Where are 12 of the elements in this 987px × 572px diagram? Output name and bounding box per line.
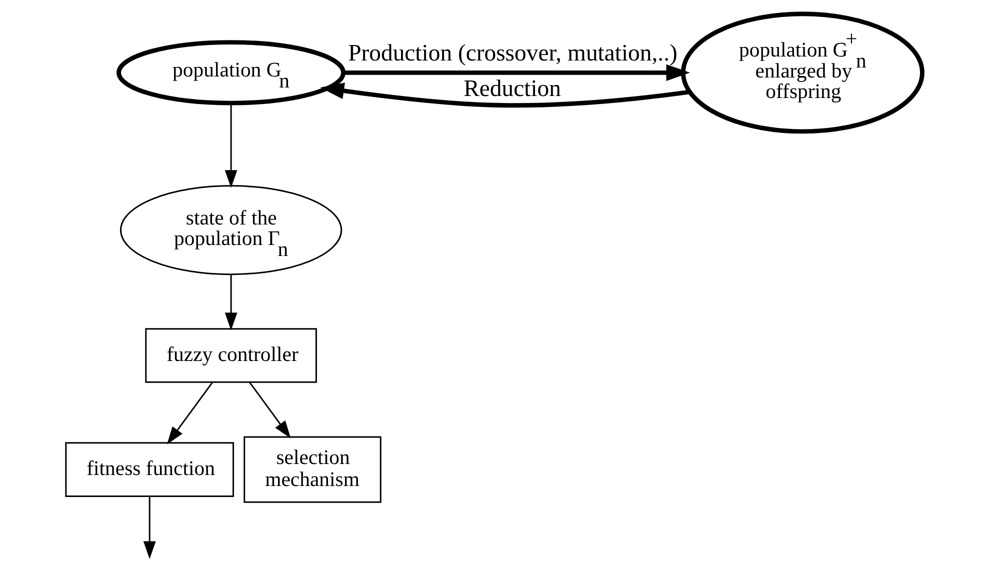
arrow: [248, 382, 290, 438]
node-box: fitness function: [64, 442, 234, 497]
node-box: fuzzy controller: [144, 328, 316, 383]
arrow: [342, 64, 690, 81]
node-box: selection mechanism: [243, 436, 381, 503]
arrow: [320, 82, 690, 108]
arrow: [224, 274, 237, 330]
edge-label: Reduction: [463, 76, 560, 102]
arrow: [142, 496, 156, 560]
arrow: [166, 382, 213, 444]
arrow: [224, 103, 237, 188]
edge-label: Production (crossover, mutation,..): [348, 40, 677, 67]
